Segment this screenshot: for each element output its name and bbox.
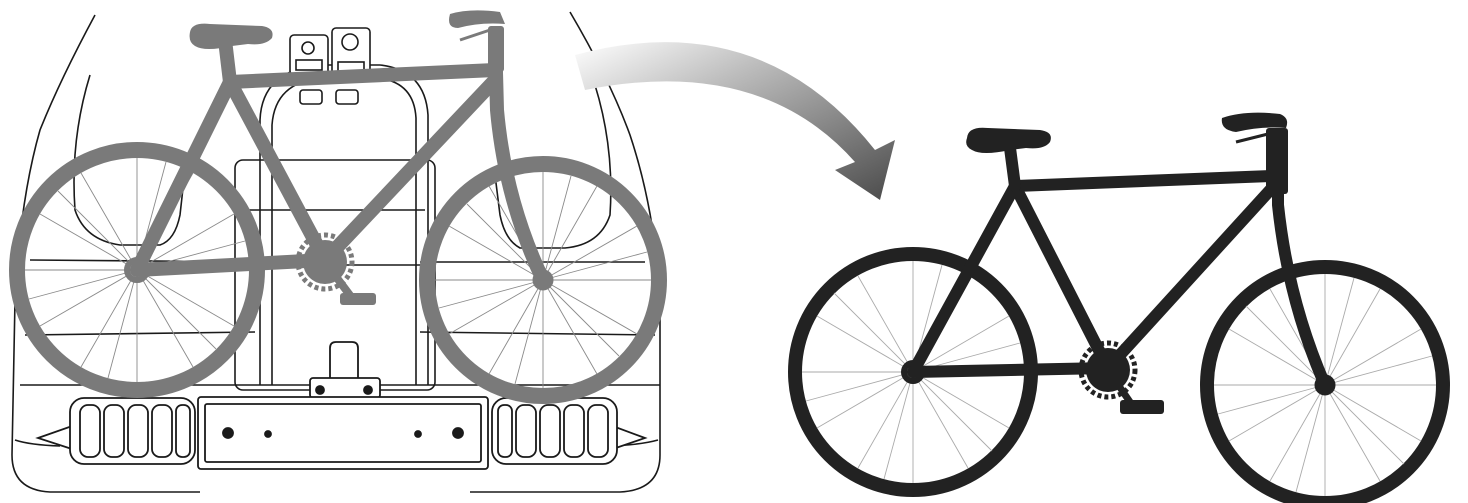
bike-frame (137, 35, 543, 280)
frame-clamp (290, 28, 370, 104)
right-wheel-cradle (492, 398, 645, 464)
hitch-platform (198, 342, 488, 469)
saddle (966, 128, 1051, 153)
chainring (1081, 343, 1164, 414)
transition-arrow (575, 42, 895, 200)
handlebar (449, 10, 505, 72)
saddle (190, 24, 273, 49)
left-wheel-cradle (38, 398, 195, 464)
car-rack-scene (12, 10, 660, 492)
standalone-bike (795, 113, 1443, 503)
